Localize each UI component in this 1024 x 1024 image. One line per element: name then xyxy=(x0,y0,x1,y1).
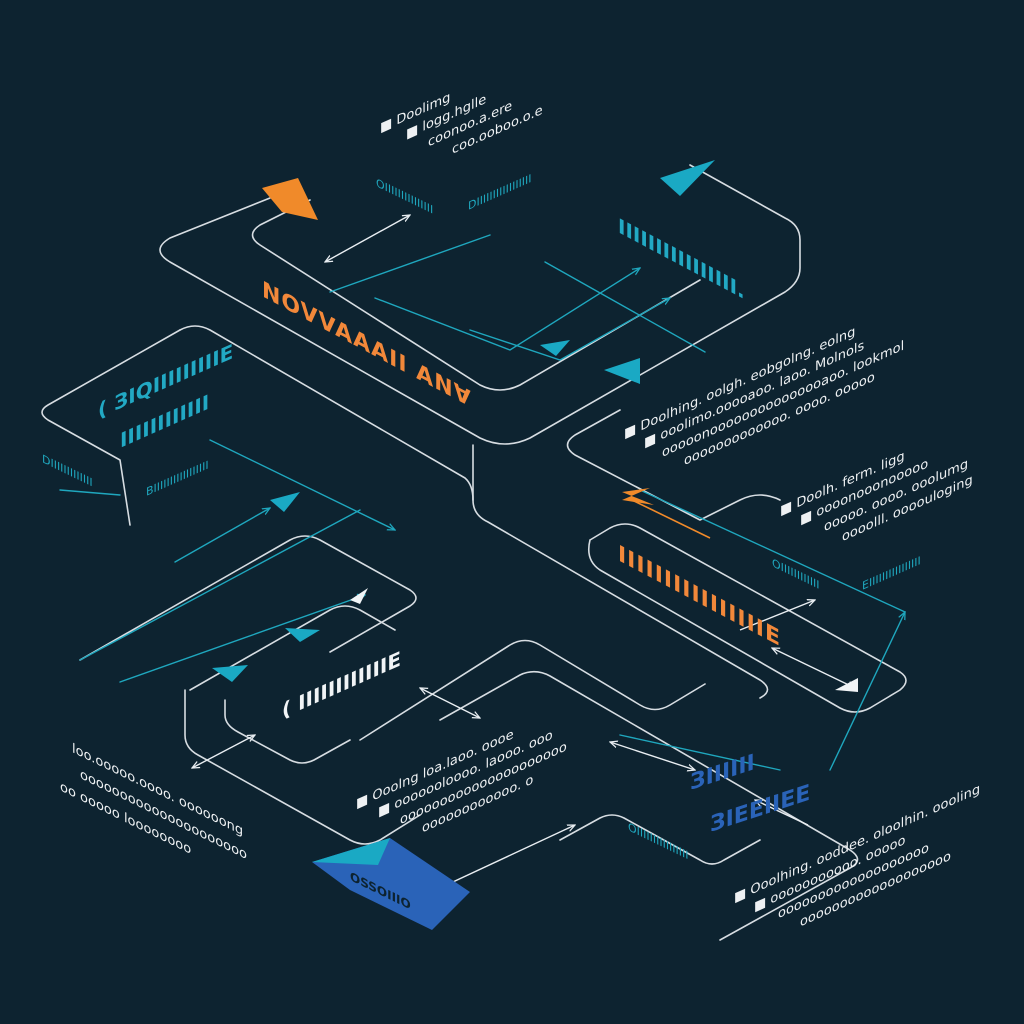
pipe-left-loop-1 xyxy=(79,535,417,661)
cyan-triangle-mid xyxy=(604,358,640,384)
cyan-triangle-small xyxy=(540,340,570,356)
double-arrows xyxy=(192,215,855,896)
blue-badge-shape xyxy=(312,838,470,930)
cyan-line-9 xyxy=(59,489,121,496)
arrow-right xyxy=(772,648,855,688)
orange-bowtie xyxy=(622,488,654,505)
main-pipe-network xyxy=(41,164,907,941)
pipe-inner-loop xyxy=(251,199,701,391)
cyan-line-7 xyxy=(79,509,361,661)
cyan-connectors xyxy=(59,234,906,771)
pipe-top-loop xyxy=(159,164,801,445)
pipe-left-card xyxy=(41,329,181,526)
label-center-orange: NOVVAAAII AN∀ xyxy=(262,275,472,413)
orange-flag-shape xyxy=(262,178,318,220)
white-triangle-right xyxy=(835,678,858,692)
pipe-bottom-connector xyxy=(559,814,761,865)
pipe-right-lower xyxy=(587,523,907,713)
caption-left-2: BIIIIIIIIIIIIIIIII xyxy=(146,458,209,499)
pipe-left-loop-2 xyxy=(189,605,396,691)
cyan-line-3 xyxy=(469,298,670,361)
pipe-stem xyxy=(472,444,769,699)
cyan-line-8 xyxy=(119,595,365,683)
caption-bottom-1: ОIIIIIIIIIIIIIIII xyxy=(628,820,689,863)
arrow-top xyxy=(325,215,410,262)
cyan-line-2 xyxy=(374,268,640,351)
cyan-triangle-left-3 xyxy=(212,665,248,682)
label-right-orange: IIIIIIIIIIIIIIIIE xyxy=(618,539,781,652)
cyan-line-5 xyxy=(174,508,270,563)
pipe-lower-frame xyxy=(359,639,706,741)
pipe-left-loop-3 xyxy=(184,689,421,845)
cyan-badge-cap xyxy=(312,838,390,865)
caption-left-1: DIIIIIIIIIIIII xyxy=(42,452,93,490)
pipe-center-frame xyxy=(224,699,351,764)
cyan-triangle-left-2 xyxy=(285,628,320,642)
pipe-right-box xyxy=(566,409,781,521)
pipe-lower-frame-2 xyxy=(439,670,859,941)
triangle-markers xyxy=(212,160,858,930)
arrow-bottom-center xyxy=(610,742,695,770)
cyan-triangle-top-right xyxy=(660,160,715,196)
cyan-line-11 xyxy=(829,612,906,771)
label-center-white: ( IIIIIIIIIIIIE xyxy=(282,647,401,723)
pipe-left-card-edge xyxy=(179,325,474,501)
cyan-line-4 xyxy=(544,261,706,353)
arrow-orange xyxy=(631,499,711,539)
cyan-triangle-left-1 xyxy=(270,492,300,512)
cyan-line-1 xyxy=(329,234,491,293)
arrow-left-bottom xyxy=(192,735,255,768)
label-bottom-right-blue-2: ЗІЕЕІІЕЕ xyxy=(710,780,810,838)
bullets-right-small: ■ Doolh. ferm. ligg ■ oooonooonooooo ooo… xyxy=(780,448,973,545)
caption-right-2: ЕIIIIIIIIIIIIIIII xyxy=(862,553,921,593)
bullets-bottom-left: loo.ooooo.oooo. oooooong ooooooooooooooo… xyxy=(60,741,247,863)
cyan-line-6 xyxy=(209,439,395,531)
bullets-top: ■ Dоolimg ■ logg.hglle coonoo.a.ere coo.… xyxy=(380,89,543,158)
arrow-right-up xyxy=(739,600,815,631)
arrow-center xyxy=(420,688,480,718)
cyan-line-10 xyxy=(639,489,906,613)
white-triangle-top xyxy=(350,588,368,604)
caption-top-left-1: ОIIIIIIIIIIIIIII xyxy=(376,176,433,217)
arrow-bottom-right xyxy=(755,800,809,826)
caption-top-left-2: DIIIIIIIIIIIIIIIII xyxy=(468,171,532,213)
